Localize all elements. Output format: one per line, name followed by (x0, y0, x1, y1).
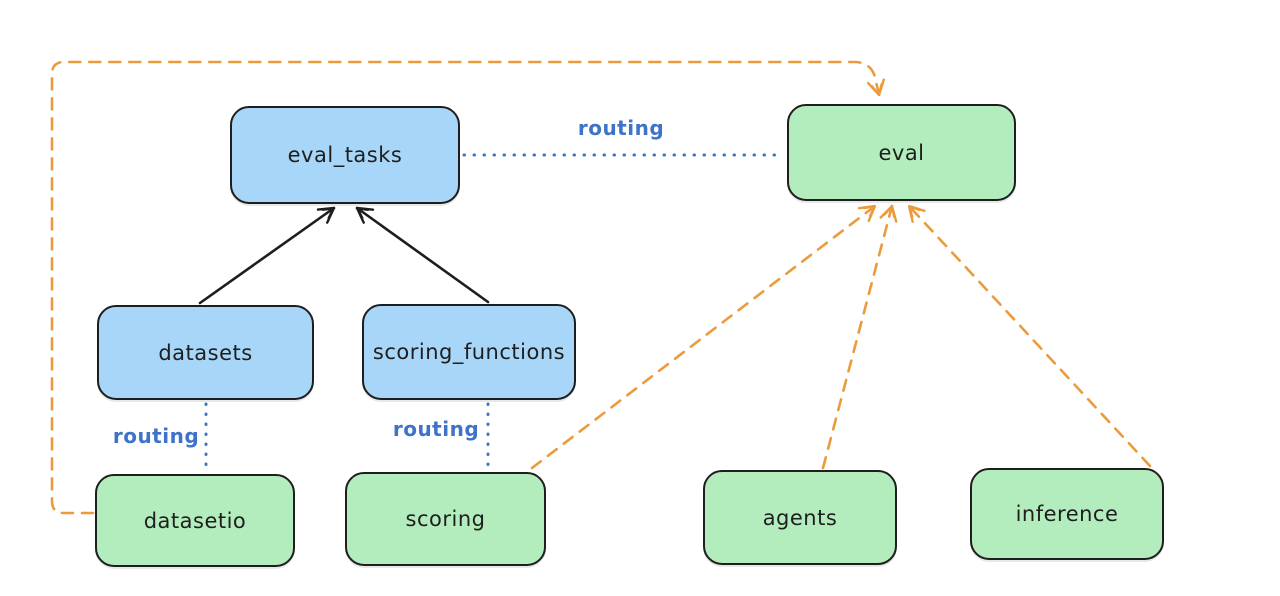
node-scoring[interactable]: scoring (345, 472, 546, 566)
node-datasetio[interactable]: datasetio (95, 474, 295, 567)
node-datasets-label: datasets (158, 340, 253, 365)
edge-label-routing-eval-tasks-eval: routing (577, 116, 665, 140)
node-scoring-label: scoring (405, 507, 486, 531)
node-scoring-functions[interactable]: scoring_functions (362, 304, 576, 400)
node-inference-label: inference (1015, 502, 1119, 526)
node-datasetio-label: datasetio (143, 508, 247, 533)
node-eval[interactable]: eval (787, 104, 1016, 201)
edge-scoring-to-eval (530, 204, 877, 470)
node-datasets[interactable]: datasets (97, 305, 314, 400)
node-eval-tasks-label: eval_tasks (287, 143, 403, 167)
edge-scoring-functions-to-eval-tasks (355, 206, 490, 304)
node-agents[interactable]: agents (703, 470, 897, 565)
edge-inference-to-eval (907, 204, 1152, 468)
edge-datasets-to-eval-tasks (198, 206, 336, 305)
node-eval-label: eval (878, 140, 925, 165)
node-agents-label: agents (762, 505, 838, 530)
edge-label-routing-datasets-datasetio: routing (112, 424, 200, 448)
edge-agents-to-eval (821, 204, 892, 470)
node-eval-tasks[interactable]: eval_tasks (230, 106, 460, 204)
node-scoring-functions-label: scoring_functions (372, 340, 566, 364)
node-inference[interactable]: inference (970, 468, 1164, 560)
edge-label-routing-scoring-functions-scoring: routing (392, 417, 480, 441)
